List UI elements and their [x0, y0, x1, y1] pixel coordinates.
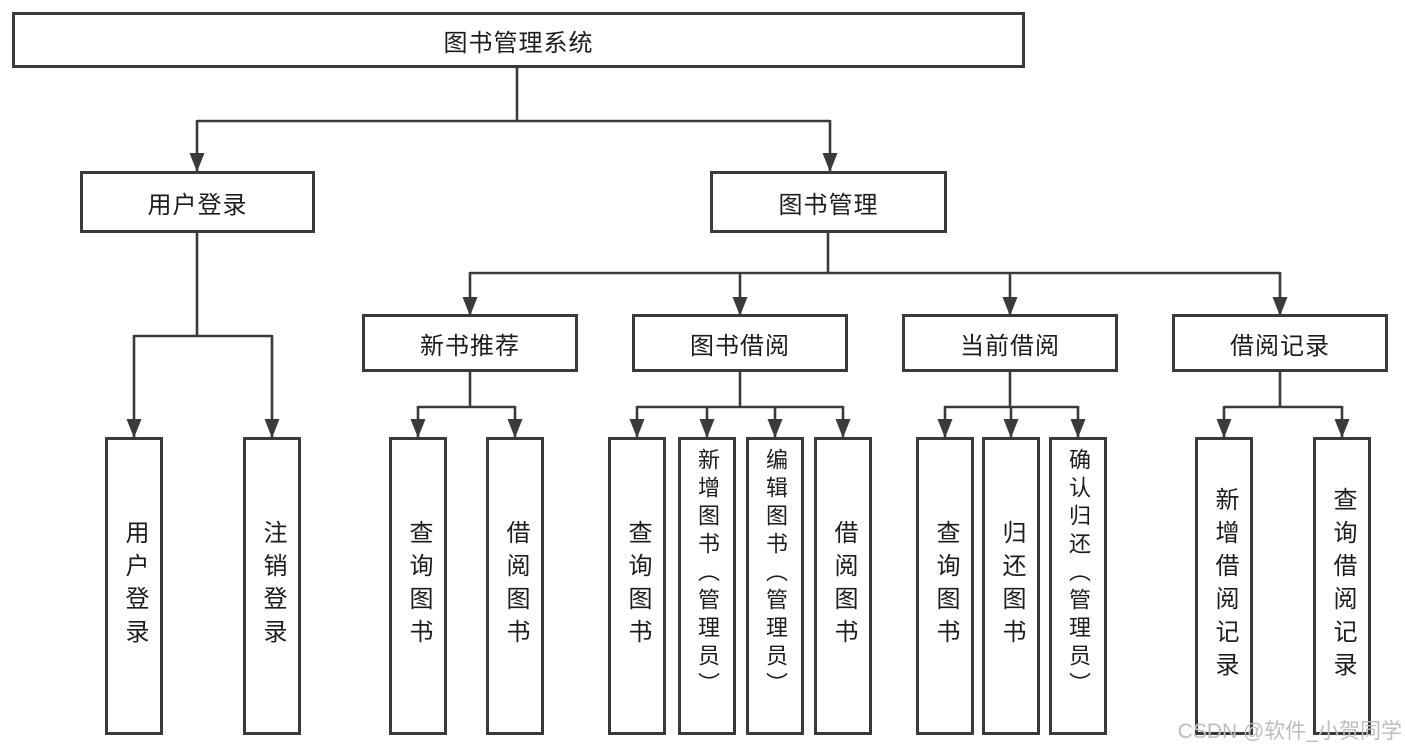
node-label: 注销登录	[259, 520, 286, 652]
watermark: CSDN @软件_小贺同学	[1177, 720, 1402, 743]
node-label: 图书管理	[778, 191, 879, 219]
node-label: 图书借阅	[690, 332, 790, 360]
node-label: 用户登录	[121, 520, 148, 652]
node-label: 借阅图书	[502, 520, 529, 652]
node-book-management: 图书管理	[710, 171, 947, 233]
leaf-current-confirm-return-admin: 确认归还（管理员）	[1049, 437, 1107, 735]
node-library-management-system: 图书管理系统	[12, 12, 1025, 68]
node-label: 查询借阅记录	[1329, 487, 1356, 685]
leaf-current-query-books: 查询图书	[916, 437, 974, 735]
leaf-current-return-books: 归还图书	[982, 437, 1040, 735]
node-user-login: 用户登录	[80, 171, 315, 233]
node-label: 借阅图书	[830, 520, 857, 652]
node-new-book-recommend: 新书推荐	[362, 314, 578, 372]
leaf-records-query-record: 查询借阅记录	[1313, 437, 1371, 735]
leaf-borrow-query-books: 查询图书	[608, 437, 666, 735]
node-label: 新书推荐	[420, 332, 520, 360]
leaf-recommend-query-books: 查询图书	[389, 437, 447, 735]
leaf-records-add-record: 新增借阅记录	[1195, 437, 1253, 735]
leaf-borrow-edit-books-admin: 编辑图书（管理员）	[746, 437, 804, 735]
node-label: 归还图书	[998, 520, 1025, 652]
node-borrowing-records: 借阅记录	[1172, 314, 1388, 372]
node-label: 新增图书（管理员）	[695, 448, 720, 700]
node-label: 查询图书	[624, 520, 651, 652]
node-label: 用户登录	[147, 191, 248, 219]
node-label: 查询图书	[932, 520, 959, 652]
node-label: 编辑图书（管理员）	[763, 448, 788, 700]
node-label: 当前借阅	[960, 332, 1060, 360]
node-label: 查询图书	[405, 520, 432, 652]
node-label: 图书管理系统	[443, 29, 594, 57]
node-current-borrowing: 当前借阅	[902, 314, 1118, 372]
leaf-logout: 注销登录	[243, 437, 301, 735]
leaf-recommend-borrow-books: 借阅图书	[486, 437, 544, 735]
leaf-borrow-add-books-admin: 新增图书（管理员）	[678, 437, 736, 735]
node-book-borrowing: 图书借阅	[632, 314, 848, 372]
leaf-borrow-borrow-books: 借阅图书	[814, 437, 872, 735]
node-label: 借阅记录	[1230, 332, 1330, 360]
node-label: 确认归还（管理员）	[1066, 448, 1091, 700]
leaf-user-login: 用户登录	[105, 437, 163, 735]
node-label: 新增借阅记录	[1211, 487, 1238, 685]
